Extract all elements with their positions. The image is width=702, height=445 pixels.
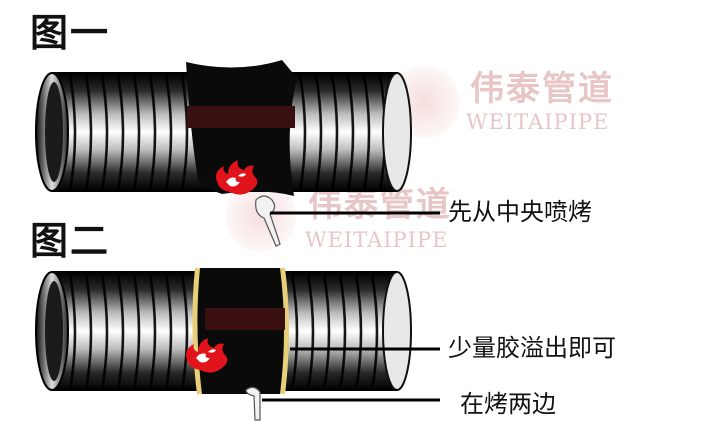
flame-icon-2 — [186, 338, 228, 373]
callout-glue-overflow: 少量胶溢出即可 — [448, 334, 616, 362]
figure-2-label: 图二 — [30, 219, 111, 263]
watermark-cn-2: 伟泰管道 — [308, 185, 452, 225]
watermark-cn-1: 伟泰管道 — [470, 69, 614, 109]
figure-1-label: 图一 — [30, 11, 111, 55]
watermark-en-2: WEITAIPIPE — [305, 228, 449, 252]
callout-spray-center: 先从中央喷烤 — [448, 198, 592, 226]
watermark-en-1: WEITAIPIPE — [466, 110, 610, 134]
pipe-figure-2 — [35, 267, 440, 421]
pipe-figure-1 — [35, 60, 440, 247]
flame-icon-1 — [216, 160, 258, 195]
callout-bake-sides: 在烤两边 — [460, 390, 556, 418]
